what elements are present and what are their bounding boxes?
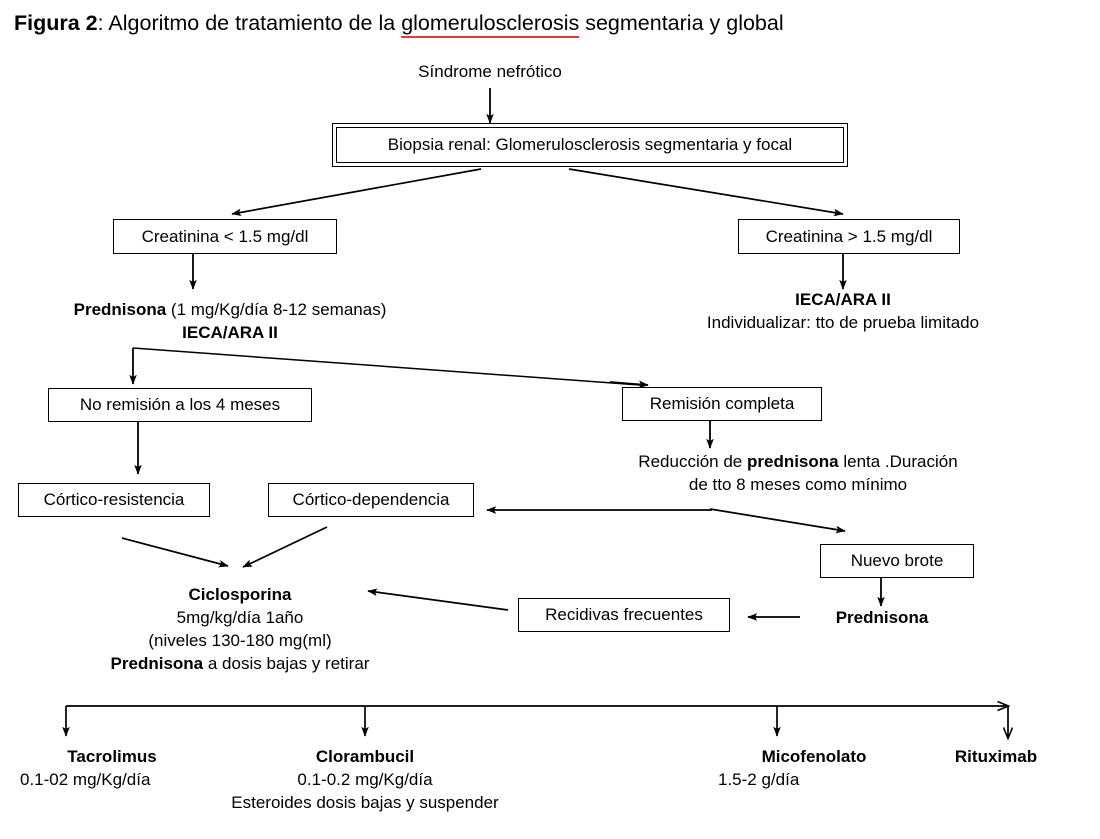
node-taper-line1-b: lenta .Duración [838,452,958,471]
node-treatment-low-dose: (1 mg/Kg/día 8-12 semanas) [166,300,387,319]
node-treatment-high-line1: IECA/ARA II [673,288,1013,311]
node-taper-line1: Reducción de prednisona lenta .Duración [588,450,1008,473]
alt-item-clorambucil: Clorambucil 0.1-0.2 mg/Kg/día Esteroides… [210,745,520,814]
alt-item-rituximab: Rituximab [906,745,1086,768]
alt-note: Esteroides dosis bajas y suspender [231,793,499,812]
arrow-cortico-resistance-to-ciclosporina [121,537,229,568]
node-creatinina-high-text: Creatinina > 1.5 mg/dl [765,226,933,246]
node-cortico-resistance: Córtico-resistencia [18,483,210,517]
node-ciclosporina-line3: (niveles 130-180 mg(ml) [148,631,332,650]
alt-dose: 1.5-2 g/día [718,770,800,789]
node-creatinina-high: Creatinina > 1.5 mg/dl [738,219,960,254]
node-treatment-low-drug: Prednisona [73,300,167,319]
alt-name-text: Tacrolimus [67,747,157,766]
alt-dose: 0.1-02 mg/Kg/día [20,770,151,789]
node-biopsy: Biopsia renal: Glomerulosclerosis segmen… [332,123,848,167]
node-treatment-low-line2: IECA/ARA II [20,321,440,344]
node-taper-line2: de tto 8 meses como mínimo [688,475,908,494]
node-new-flare-text: Nuevo brote [850,551,944,570]
node-frequent-relapses: Recidivas frecuentes [518,598,730,632]
alt-name-text: Rituximab [954,747,1038,766]
node-taper-drug: prednisona [746,452,839,471]
arrow-biopsy-to-creatinina-low [231,168,482,217]
node-treatment-high-drug: IECA/ARA II [795,290,891,309]
node-ciclosporina-adjunct-rest: a dosis bajas y retirar [203,654,370,673]
alt-name-text: Clorambucil [315,747,415,766]
node-ciclosporina-line1: Ciclosporina [60,583,420,606]
arrow-biopsy-to-creatinina-high [568,168,844,217]
node-no-remission-text: No remisión a los 4 meses [79,395,281,414]
node-creatinina-low-text: Creatinina < 1.5 mg/dl [141,226,309,246]
alt-name: Rituximab [906,745,1086,768]
node-treatment-low-adjunct: IECA/ARA II [182,323,278,342]
alt-dose: 0.1-0.2 mg/Kg/día [297,770,433,789]
alt-name: Clorambucil [210,745,520,768]
node-start: Síndrome nefrótico [378,60,602,83]
node-cortico-dependence-text: Córtico-dependencia [292,490,450,509]
node-start-text: Síndrome nefrótico [418,62,562,81]
node-prednisone-flare-text: Prednisona [835,608,929,627]
node-cortico-dependence: Córtico-dependencia [268,483,474,517]
arrow-taper-to-new-flare [709,508,846,534]
node-no-remission: No remisión a los 4 meses [48,388,312,422]
node-full-remission-text: Remisión completa [649,394,795,413]
node-ciclosporina-drug: Ciclosporina [188,585,292,604]
node-creatinina-low: Creatinina < 1.5 mg/dl [113,219,337,254]
node-biopsy-inner: Biopsia renal: Glomerulosclerosis segmen… [336,127,844,163]
node-taper-line1-a: Reducción de [638,452,747,471]
node-treatment-high: IECA/ARA II Individualizar: tto de prueb… [673,288,1013,334]
connector-treatment-junction [132,347,641,386]
arrow-treatment-to-full-remission [609,380,649,389]
node-ciclosporina-line2: 5mg/kg/día 1año [176,608,304,627]
figure-title-after: segmentaria y global [579,11,784,35]
figure-label: Figura 2 [14,11,98,35]
node-ciclosporina-adjunct-drug: Prednisona [110,654,204,673]
figure-separator: : [97,11,109,35]
alt-name-text: Micofenolato [761,747,867,766]
node-frequent-relapses-text: Recidivas frecuentes [545,605,703,624]
node-treatment-low-line1: Prednisona (1 mg/Kg/día 8-12 semanas) [20,298,440,321]
figure-title-flagged-word: glomerulosclerosis [401,11,580,38]
node-full-remission: Remisión completa [622,387,822,421]
node-treatment-low: Prednisona (1 mg/Kg/día 8-12 semanas) IE… [20,298,440,344]
node-new-flare: Nuevo brote [820,544,974,578]
node-treatment-high-line2: Individualizar: tto de prueba limitado [706,313,980,332]
alt-name: Micofenolato [718,745,938,768]
node-cortico-resistance-text: Córtico-resistencia [43,490,185,509]
arrow-cortico-dependence-to-ciclosporina [242,526,328,568]
node-ciclosporina: Ciclosporina 5mg/kg/día 1año (niveles 13… [60,583,420,675]
node-biopsy-text: Biopsia renal: Glomerulosclerosis segmen… [387,135,793,154]
figure-title: Figura 2: Algoritmo de tratamiento de la… [14,8,1094,38]
alt-item-tacrolimus: Tacrolimus 0.1-02 mg/Kg/día [20,745,250,791]
alt-name: Tacrolimus [20,745,250,768]
node-prednisone-flare: Prednisona [800,606,964,629]
figure-title-before: Algoritmo de tratamiento de la [108,11,402,35]
alt-item-micofenolato: Micofenolato 1.5-2 g/día [718,745,938,791]
node-taper: Reducción de prednisona lenta .Duración … [588,450,1008,496]
node-ciclosporina-line4: Prednisona a dosis bajas y retirar [60,652,420,675]
